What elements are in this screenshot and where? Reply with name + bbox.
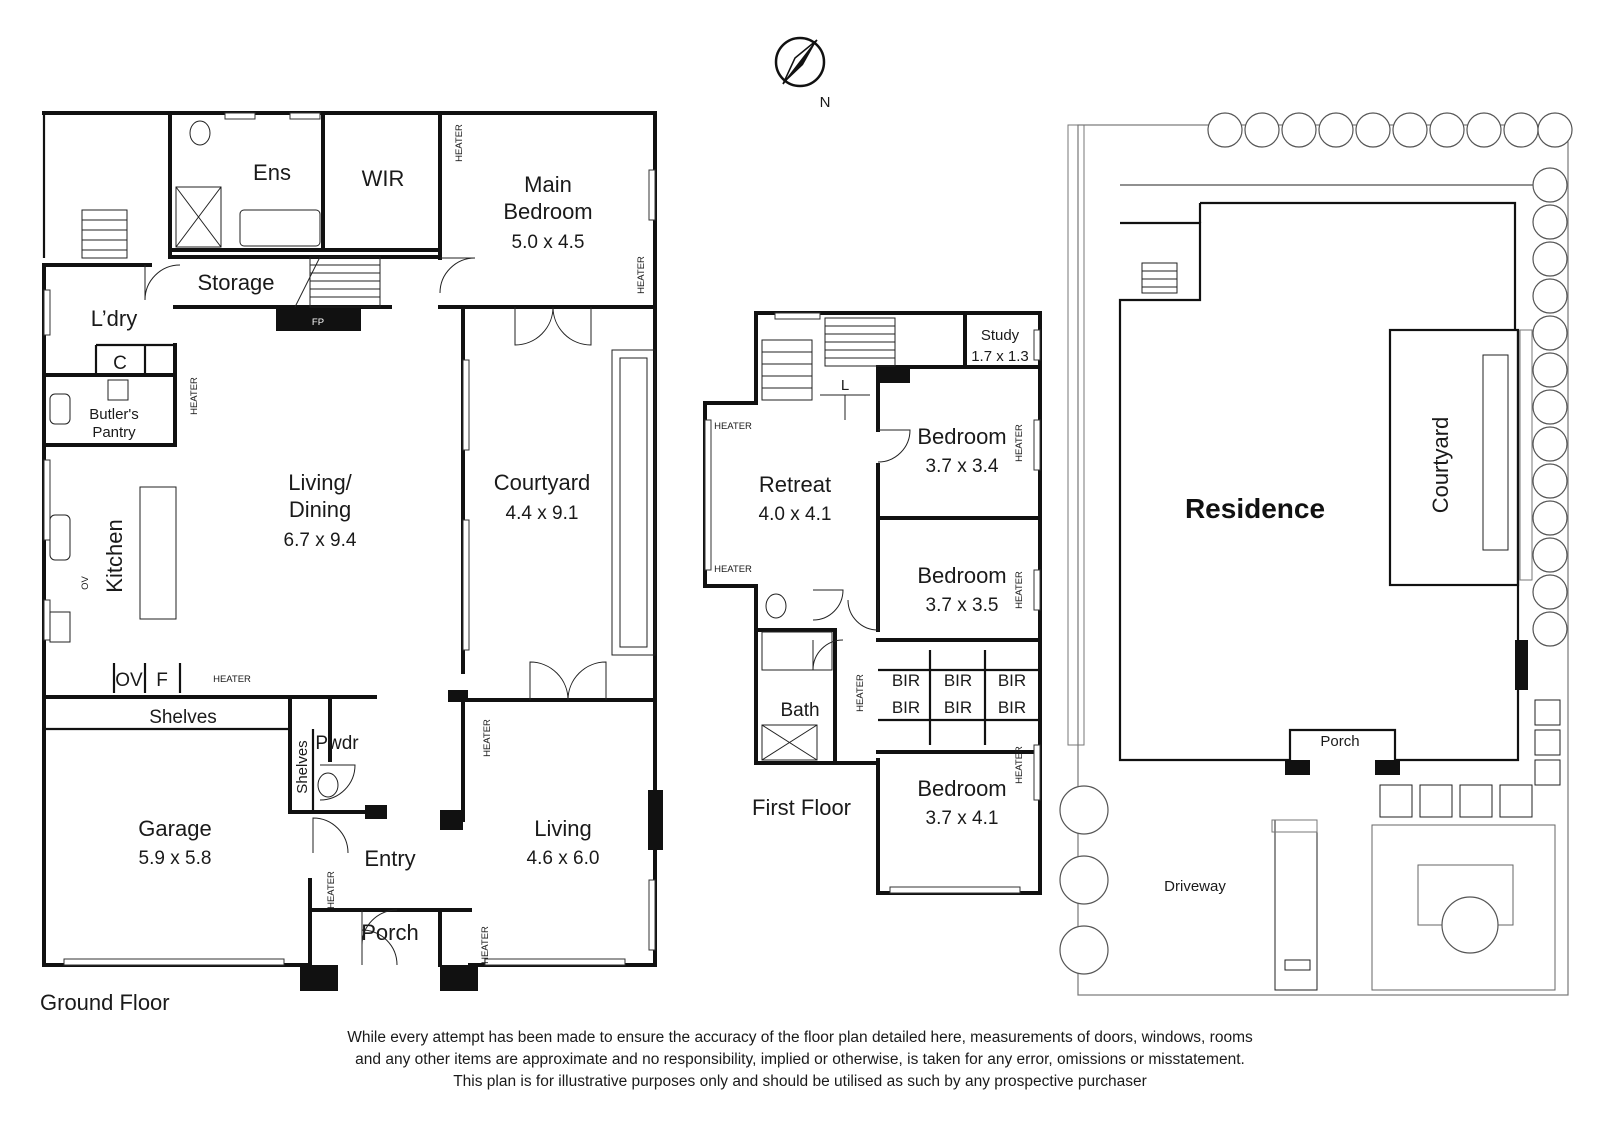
heater-label: HEATER	[855, 674, 866, 712]
first-floor-plan: HEATER HEATER HEATER HEATER HEATER HEATE…	[703, 311, 1042, 895]
garage-label: Garage	[138, 816, 211, 841]
study-label: Study	[981, 327, 1020, 344]
ground-stairs	[294, 256, 381, 308]
ground-floor-title: Ground Floor	[40, 990, 170, 1015]
bedroom-2-dim: 3.7 x 3.5	[926, 595, 999, 616]
retreat-label: Retreat	[759, 472, 831, 497]
bir-label: BIR	[944, 671, 972, 690]
linen-label: L	[841, 377, 849, 394]
hedge-trees	[1059, 112, 1573, 975]
powder-label: Pwdr	[315, 733, 359, 754]
bir-label: BIR	[998, 698, 1026, 717]
heater-label: HEATER	[1014, 746, 1025, 784]
first-floor-title: First Floor	[752, 795, 851, 820]
storage-label: Storage	[197, 270, 274, 295]
heater-label: HEATER	[213, 674, 251, 685]
fridge-label: F	[156, 670, 168, 691]
study-dim: 1.7 x 1.3	[971, 348, 1029, 365]
disclaimer-line-1: While every attempt has been made to ens…	[347, 1029, 1253, 1046]
heater-label: HEATER	[636, 256, 647, 294]
entry-label: Entry	[364, 846, 415, 871]
bedroom-3-label: Bedroom	[917, 776, 1006, 801]
living-dining-label: Living/Dining	[288, 470, 352, 522]
courtyard-label: Courtyard	[494, 470, 591, 495]
porch-label: Porch	[361, 920, 418, 945]
cupboard-label: C	[113, 353, 127, 374]
heater-label: HEATER	[454, 124, 465, 162]
oven-label: OV	[80, 575, 91, 589]
residence-label: Residence	[1185, 493, 1325, 524]
heater-label: HEATER	[1014, 571, 1025, 609]
living-label: Living	[534, 816, 591, 841]
heater-label: HEATER	[326, 871, 337, 909]
side-hedge	[1067, 124, 1533, 833]
living-dim: 4.6 x 6.0	[527, 848, 600, 869]
heater-label: HEATER	[482, 719, 493, 757]
heater-label: HEATER	[714, 421, 752, 432]
disclaimer-line-3: This plan is for illustrative purposes o…	[453, 1073, 1147, 1090]
site-plan: Residence Courtyard Porch Driveway	[1059, 112, 1573, 996]
heater-label: HEATER	[714, 564, 752, 575]
shelves-label: Shelves	[149, 707, 217, 728]
wir-label: WIR	[362, 166, 405, 191]
bedroom-2-label: Bedroom	[917, 563, 1006, 588]
driveway-label: Driveway	[1164, 878, 1226, 895]
compass-north-label: N	[820, 94, 831, 111]
garage-dim: 5.9 x 5.8	[139, 848, 212, 869]
bath-label: Bath	[780, 700, 819, 721]
fireplace-label: FP	[312, 317, 324, 328]
bir-label: BIR	[892, 698, 920, 717]
retreat-dim: 4.0 x 4.1	[759, 504, 832, 525]
site-porch-label: Porch	[1320, 733, 1359, 750]
main-bedroom-dim: 5.0 x 4.5	[512, 232, 585, 253]
disclaimer: While every attempt has been made to ens…	[260, 1027, 1340, 1093]
compass: N	[774, 36, 831, 111]
laundry-label: L’dry	[91, 306, 137, 331]
bir-label: BIR	[892, 671, 920, 690]
bedroom-1-label: Bedroom	[917, 424, 1006, 449]
heater-label: HEATER	[480, 926, 491, 964]
heater-label: HEATER	[189, 377, 200, 415]
ens-label: Ens	[253, 160, 291, 185]
basement-stairs	[81, 209, 128, 259]
living-dining-dim: 6.7 x 9.4	[284, 530, 357, 551]
bedroom-1-dim: 3.7 x 3.4	[926, 456, 999, 477]
kitchen-label: Kitchen	[102, 519, 127, 592]
oven-cabinet-label: OV	[115, 670, 143, 691]
site-courtyard-label: Courtyard	[1428, 417, 1453, 514]
bir-label: BIR	[944, 698, 972, 717]
disclaimer-line-2: and any other items are approximate and …	[355, 1051, 1245, 1068]
heater-label: HEATER	[1014, 424, 1025, 462]
courtyard-dim: 4.4 x 9.1	[506, 503, 579, 524]
first-floor-stairs	[761, 317, 896, 401]
bedroom-3-dim: 3.7 x 4.1	[926, 808, 999, 829]
bir-label: BIR	[998, 671, 1026, 690]
shelves-side-label: Shelves	[294, 740, 311, 793]
ground-floor-plan: FP	[40, 111, 663, 1015]
